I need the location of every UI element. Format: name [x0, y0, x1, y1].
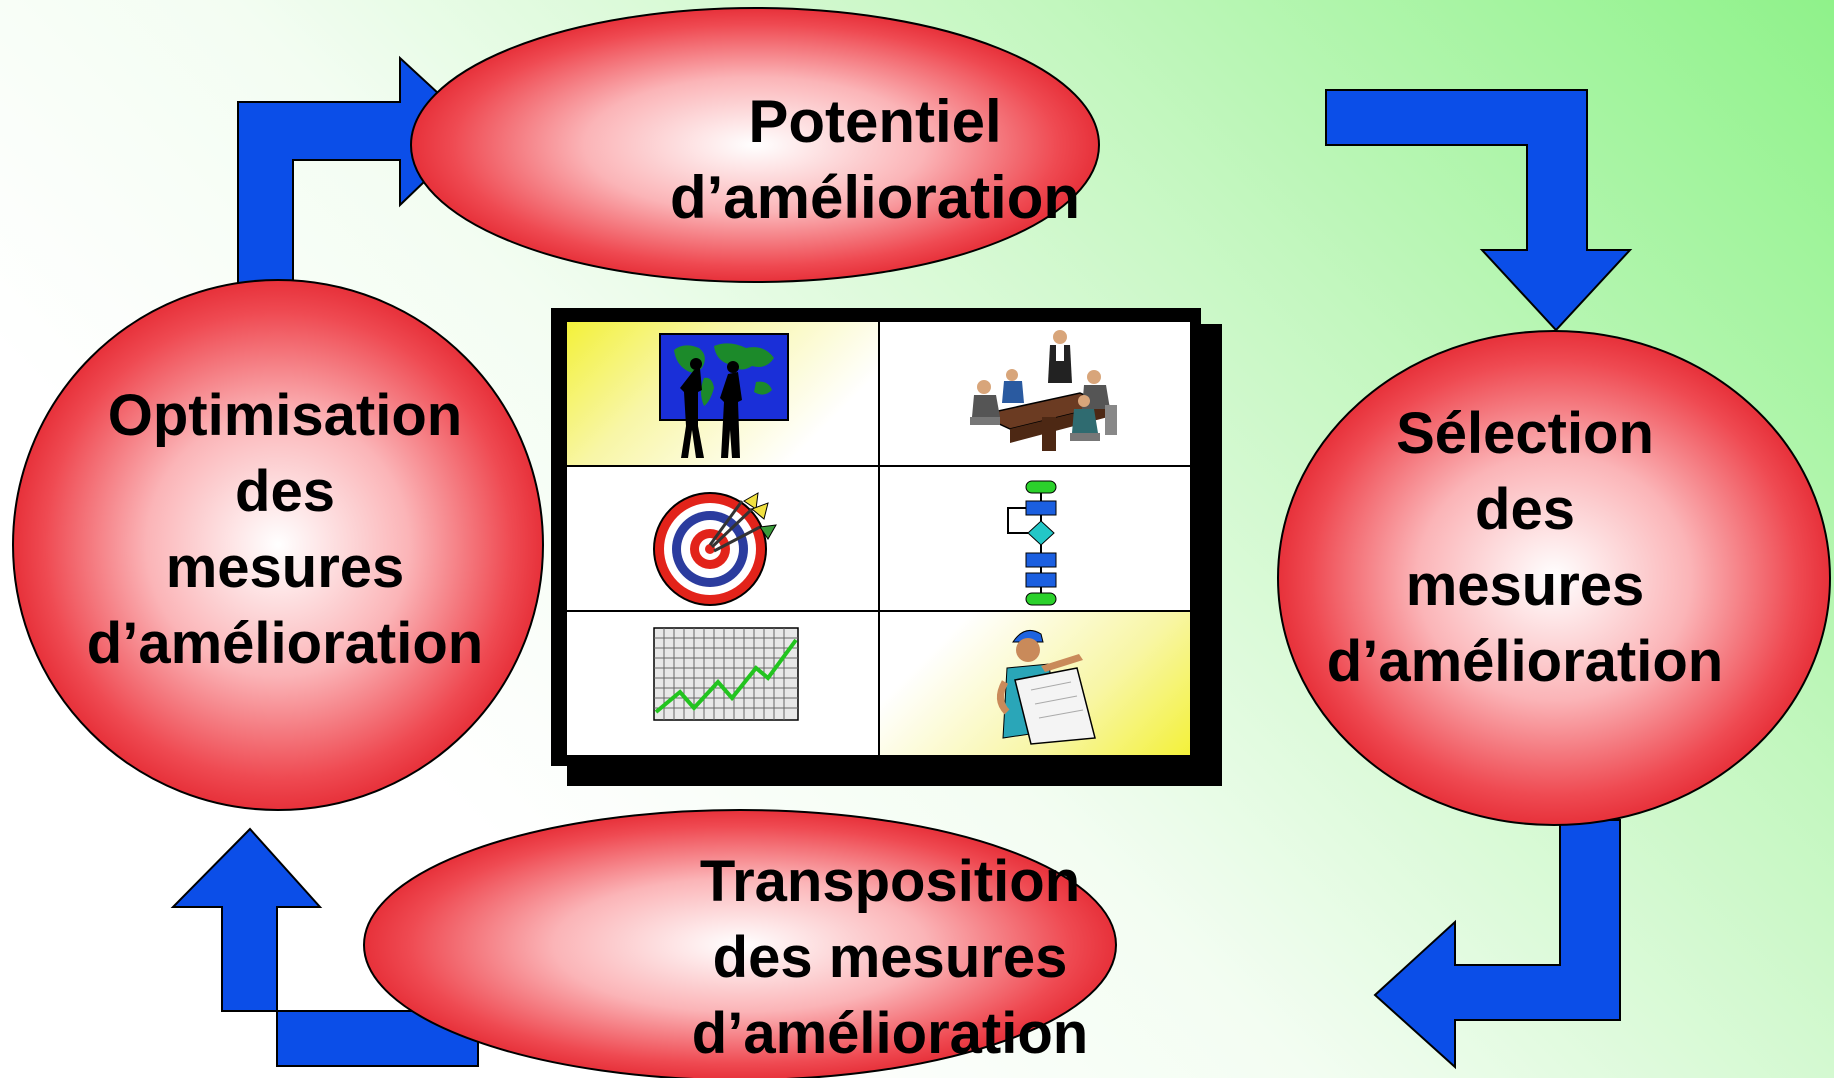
node-top-ellipse: [410, 7, 1100, 283]
engineer-blueprint-icon: [879, 612, 1190, 755]
target-darts-icon: [567, 467, 878, 610]
node-right-ellipse: [1277, 330, 1831, 826]
node-left-ellipse: [12, 279, 544, 811]
rising-chart-icon: [567, 612, 878, 755]
arrow-top-to-right: [1325, 89, 1633, 332]
world-map-presentation-icon: [567, 322, 878, 465]
meeting-table-icon: [879, 322, 1190, 465]
node-bottom-ellipse: [363, 809, 1117, 1078]
picture-panel-grid: [567, 322, 1190, 755]
arrow-right-to-bottom: [1373, 819, 1621, 1070]
flowchart-icon: [879, 467, 1190, 610]
arrow-bottom-to-left: [170, 827, 479, 1067]
